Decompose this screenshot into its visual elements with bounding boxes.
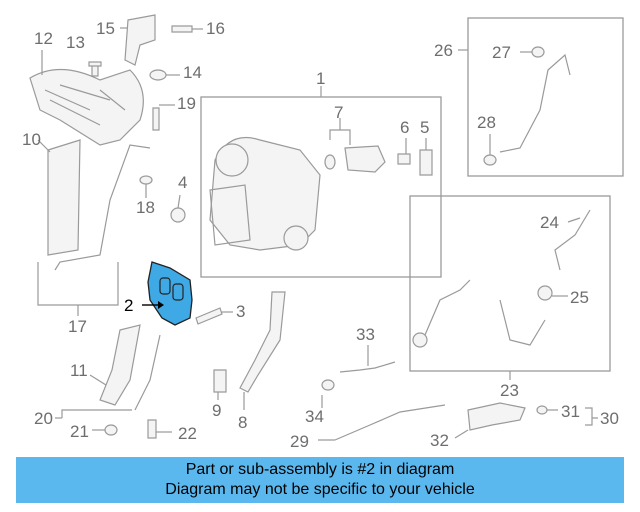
- callout-4: 4: [178, 173, 188, 192]
- leader-2-arrow: [158, 301, 164, 309]
- banner-line-1: Part or sub-assembly is #2 in diagram: [185, 461, 455, 478]
- callout-33: 33: [356, 325, 375, 344]
- leader-32: [454, 429, 469, 439]
- group-box-23: [409, 195, 611, 372]
- clamp-25: [537, 285, 553, 301]
- callout-10: 10: [22, 130, 41, 149]
- leader-24: [567, 217, 581, 223]
- callout-6: 6: [400, 118, 410, 137]
- callout-18: 18: [136, 198, 155, 217]
- pipe-20: [134, 334, 161, 411]
- group-box-26: [467, 17, 624, 177]
- washer-28: [483, 154, 497, 166]
- bracket-8: [239, 291, 286, 393]
- washer-18: [139, 175, 153, 185]
- bracket-30: [585, 407, 598, 426]
- banner-line-2: Diagram may not be specific to your vehi…: [165, 481, 475, 498]
- gasket-2-port-a: [159, 277, 171, 295]
- gasket-2: [147, 261, 193, 326]
- pipe-26: [499, 53, 571, 153]
- oil-line-17: [54, 144, 151, 271]
- callout-8: 8: [238, 413, 248, 432]
- gasket-2-port-b: [172, 283, 184, 301]
- callout-34: 34: [305, 407, 324, 426]
- sensor-5: [419, 149, 433, 176]
- group-bracket-17: [37, 262, 119, 306]
- washer-27: [531, 46, 545, 58]
- bolt-9: [213, 369, 227, 393]
- pipe-32: [467, 402, 526, 431]
- callout-7: 7: [334, 103, 344, 122]
- bolt-16: [171, 25, 193, 33]
- stud-19: [152, 107, 160, 131]
- leader-7: [329, 118, 351, 145]
- callout-29: 29: [290, 432, 309, 451]
- callout-26: 26: [434, 41, 453, 60]
- turbo-inlet: [215, 143, 249, 177]
- callout-27: 27: [492, 43, 511, 62]
- callout-3: 3: [236, 302, 246, 321]
- washer-31: [536, 405, 548, 415]
- bolt-6: [397, 153, 411, 165]
- callout-2: 2: [124, 296, 134, 315]
- callout-19: 19: [177, 94, 196, 113]
- bracket-11: [99, 324, 141, 406]
- parts-diagram: [29, 14, 624, 441]
- callout-20: 20: [34, 409, 53, 428]
- callout-22: 22: [178, 424, 197, 443]
- callout-13: 13: [66, 33, 85, 52]
- callout-21: 21: [70, 422, 89, 441]
- bracket-20: [61, 409, 132, 418]
- callout-28: 28: [477, 113, 496, 132]
- callout-16: 16: [206, 19, 225, 38]
- callout-1: 1: [316, 69, 326, 88]
- actuator-7: [344, 145, 386, 173]
- callout-30: 30: [600, 409, 619, 428]
- callout-23: 23: [500, 381, 519, 400]
- callout-32: 32: [430, 431, 449, 450]
- bolt-13: [88, 61, 102, 77]
- pipe-33: [339, 361, 396, 373]
- info-banner: Part or sub-assembly is #2 in diagram Di…: [16, 457, 624, 503]
- gasket-14: [149, 69, 167, 81]
- turbo-outlet: [283, 225, 309, 251]
- washer-34: [321, 379, 335, 391]
- callout-15: 15: [96, 19, 115, 38]
- hose-23b: [499, 299, 546, 346]
- heat-shield-12: [29, 68, 144, 146]
- callout-11: 11: [70, 361, 88, 380]
- callout-9: 9: [212, 401, 222, 420]
- callout-17: 17: [68, 317, 87, 336]
- hose-23c: [554, 209, 591, 271]
- leader-4: [177, 194, 181, 209]
- bolt-22: [147, 419, 157, 439]
- leader-11: [89, 374, 107, 386]
- hose-23a: [424, 279, 471, 336]
- callout-31: 31: [561, 402, 580, 421]
- turbo-flange: [209, 184, 251, 246]
- callout-24: 24: [540, 213, 559, 232]
- bracket-15: [124, 14, 156, 66]
- callout-14: 14: [183, 63, 202, 82]
- stud-3: [195, 307, 223, 325]
- plate-10: [47, 139, 81, 256]
- leader-10: [37, 139, 51, 153]
- callout-25: 25: [570, 288, 589, 307]
- washer-21: [104, 424, 118, 436]
- clamp-23: [412, 332, 428, 348]
- o-ring-7: [324, 154, 336, 170]
- plug-4: [170, 207, 186, 223]
- callout-12: 12: [34, 29, 53, 48]
- heat-shield-12-ribs: [44, 84, 126, 126]
- pipe-29: [334, 404, 446, 441]
- callout-5: 5: [420, 118, 430, 137]
